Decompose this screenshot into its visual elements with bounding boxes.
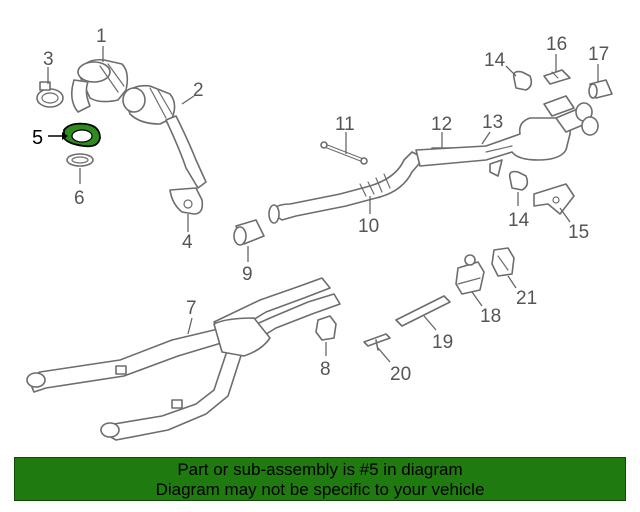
exhaust-parts-diagram: 1 2 3 4 5 6 7 8 9 10 11 12 13 14 14 15 1… [26,26,613,441]
label-9: 9 [242,264,253,285]
part-7-front-pipe[interactable] [26,277,341,441]
callout-labels: 1 2 3 4 5 6 7 8 9 10 11 12 13 14 14 15 1… [32,26,609,385]
label-10: 10 [358,216,379,237]
part-11-hanger-rod[interactable] [320,141,368,165]
part-13-rear-muffler[interactable] [415,95,599,167]
part-6-sealing-ring[interactable] [66,153,94,167]
part-21-bracket[interactable] [491,247,515,277]
part-18-valve-actuator[interactable] [455,254,485,295]
part-9-pipe-clamp[interactable] [233,219,265,246]
part-16-bracket[interactable] [543,69,571,85]
label-13: 13 [482,112,503,133]
label-1: 1 [96,26,107,47]
label-5-highlighted: 5 [32,127,43,149]
part-17-tailpipe-tip[interactable] [588,79,613,99]
label-16: 16 [546,34,567,55]
part-3-clamp[interactable] [36,81,64,108]
label-7: 7 [186,298,197,319]
part-14-rubber-mount-upper[interactable] [512,70,533,91]
part-14-rubber-mount-lower[interactable] [508,170,529,191]
label-3: 3 [43,49,54,70]
part-19-rod[interactable] [395,295,451,327]
label-2: 2 [193,80,204,101]
part-8-hanger[interactable] [315,315,337,341]
label-8: 8 [320,359,331,380]
label-11: 11 [335,114,355,135]
part-4-bracket[interactable] [169,187,204,215]
label-6: 6 [74,188,85,209]
label-17: 17 [588,44,609,65]
label-20: 20 [390,364,411,385]
label-4: 4 [182,232,193,253]
part-20-fitting[interactable] [363,333,391,351]
banner-line-2: Diagram may not be specific to your vehi… [155,480,485,499]
banner-line-1: Part or sub-assembly is #5 in diagram [177,460,463,479]
info-banner: Part or sub-assembly is #5 in diagram Di… [14,457,626,501]
part-10-center-pipe[interactable] [268,151,425,224]
part-1-catalytic-converter[interactable] [70,58,129,113]
part-2-catalytic-converter-pipe[interactable] [122,84,207,189]
part-5-gasket[interactable] [63,122,101,148]
label-18: 18 [480,306,501,327]
label-14-lower: 14 [508,210,530,231]
label-15: 15 [568,222,589,243]
label-19: 19 [432,332,453,353]
label-12: 12 [431,114,452,135]
part-15-bracket[interactable] [533,183,575,215]
label-21: 21 [516,288,537,309]
label-14-upper: 14 [484,50,506,71]
